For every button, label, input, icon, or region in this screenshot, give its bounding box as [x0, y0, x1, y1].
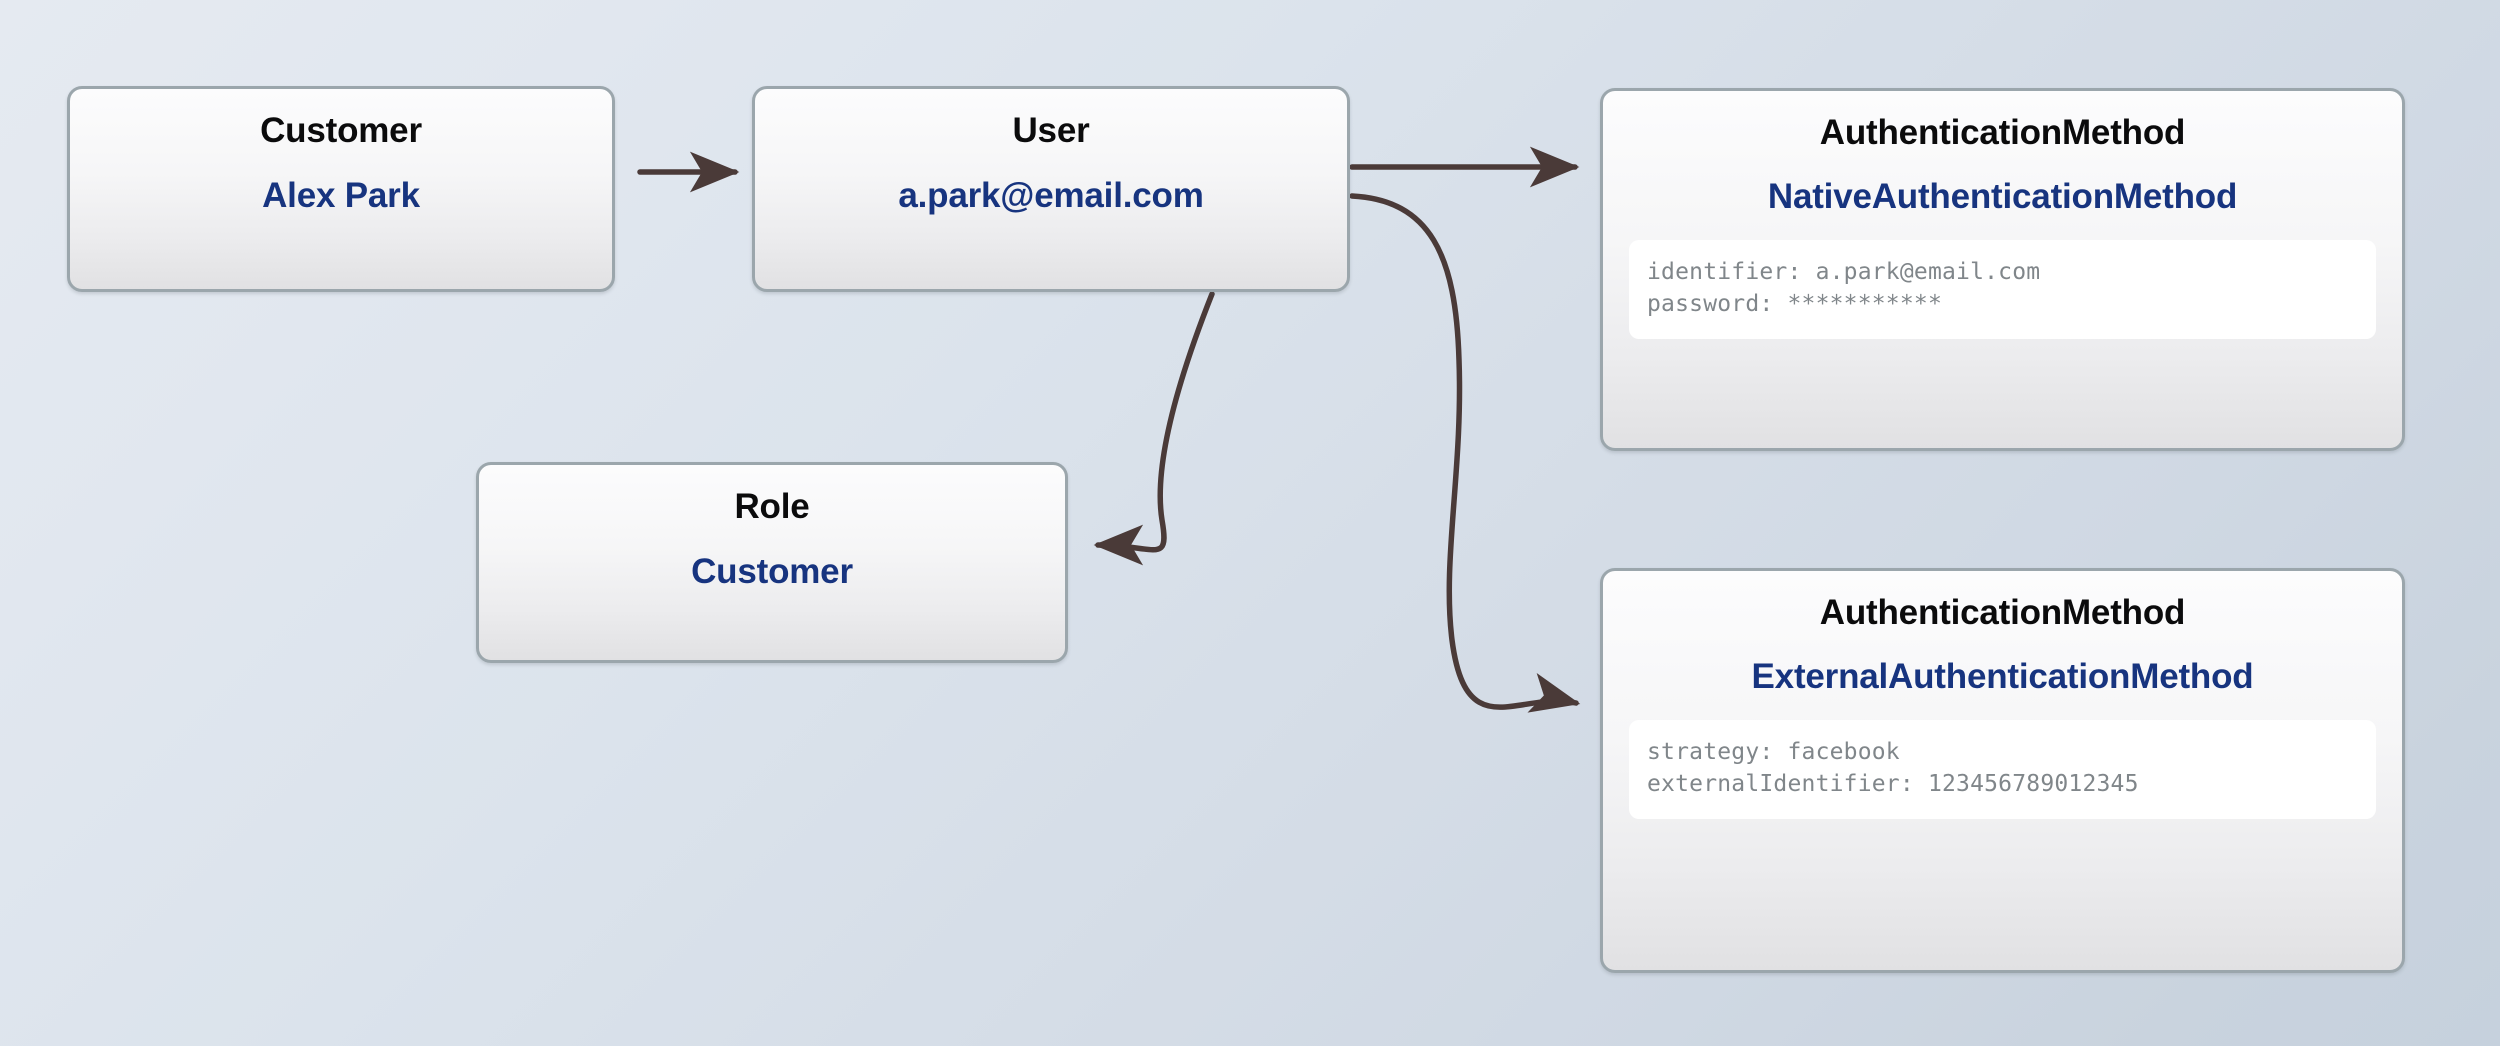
- node-role[interactable]: Role Customer: [476, 462, 1068, 663]
- node-external-auth-title: AuthenticationMethod: [1819, 593, 2186, 632]
- node-external-auth-attributes: strategy: facebook externalIdentifier: 1…: [1629, 719, 2376, 819]
- node-native-auth-title: AuthenticationMethod: [1819, 113, 2186, 152]
- attribute-line: externalIdentifier: 123456789012345: [1647, 771, 2139, 798]
- edge-user-to-role: [1093, 291, 1215, 566]
- node-role-subtitle: Customer: [691, 551, 853, 591]
- node-customer-title: Customer: [260, 111, 422, 150]
- node-external-auth[interactable]: AuthenticationMethod ExternalAuthenticat…: [1600, 568, 2405, 973]
- node-native-auth[interactable]: AuthenticationMethod NativeAuthenticatio…: [1600, 88, 2405, 451]
- node-user[interactable]: User a.park@email.com: [752, 86, 1350, 292]
- node-native-auth-attributes: identifier: a.park@email.com password: *…: [1629, 239, 2376, 339]
- node-customer-subtitle: Alex Park: [262, 175, 420, 215]
- node-role-title: Role: [734, 487, 810, 526]
- edge-user-to-external-auth: [1349, 193, 1581, 713]
- node-user-subtitle: a.park@email.com: [898, 175, 1204, 215]
- attribute-line: identifier: a.park@email.com: [1647, 258, 2041, 285]
- node-customer[interactable]: Customer Alex Park: [67, 86, 615, 292]
- attribute-line: strategy: facebook: [1647, 738, 1900, 765]
- node-external-auth-subtitle: ExternalAuthenticationMethod: [1751, 656, 2254, 696]
- attribute-line: password: ***********: [1647, 291, 1942, 318]
- node-user-title: User: [1012, 111, 1090, 150]
- node-native-auth-subtitle: NativeAuthenticationMethod: [1767, 176, 2238, 216]
